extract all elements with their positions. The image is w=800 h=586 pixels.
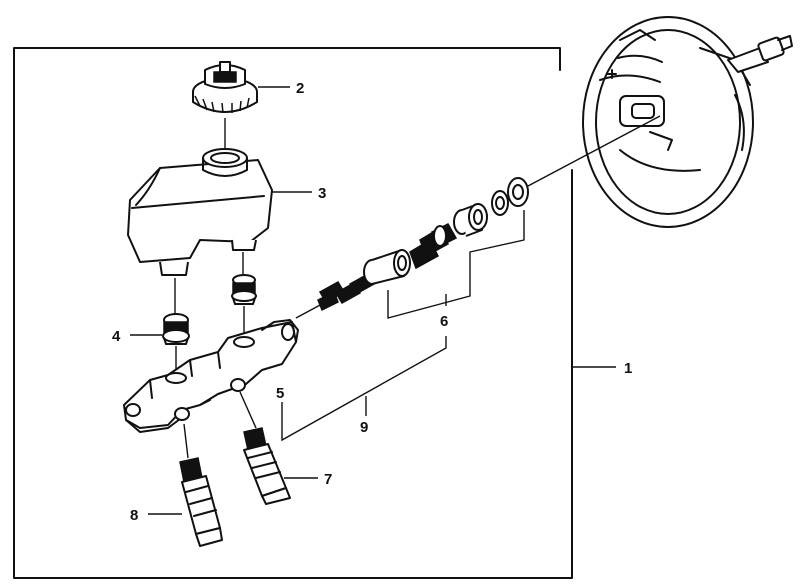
axis-booster — [527, 115, 661, 187]
proportioning-valve-7 — [243, 427, 291, 505]
spring-large — [409, 223, 458, 270]
bracket-6 — [387, 210, 525, 319]
axis-cylinder — [295, 303, 323, 319]
seal-ring-1 — [491, 190, 509, 216]
grommet-right — [231, 274, 257, 305]
fluid-reservoir — [127, 148, 273, 276]
callout-4: 4 — [112, 328, 121, 345]
assembly-frame — [13, 47, 573, 579]
seal-ring-2 — [507, 177, 529, 207]
brake-booster — [582, 16, 793, 228]
grommet-left — [162, 313, 190, 345]
callout-5: 5 — [276, 385, 284, 402]
master-cylinder-body — [123, 319, 299, 433]
callout-8: 8 — [130, 507, 138, 524]
piston-kit — [317, 177, 529, 312]
callout-6: 6 — [440, 313, 448, 330]
piston-secondary — [363, 249, 411, 285]
reservoir-cap — [192, 61, 258, 114]
callout-7: 7 — [324, 471, 332, 488]
callout-9: 9 — [360, 419, 368, 436]
piston-primary — [453, 203, 488, 237]
axis-fitting-8 — [183, 423, 189, 459]
bracket-9 — [281, 336, 447, 442]
callout-3: 3 — [318, 185, 326, 202]
axis-fitting-7 — [239, 391, 257, 429]
callout-1: 1 — [624, 360, 632, 377]
proportioning-valve-8 — [179, 457, 223, 547]
callout-2: 2 — [296, 80, 304, 97]
